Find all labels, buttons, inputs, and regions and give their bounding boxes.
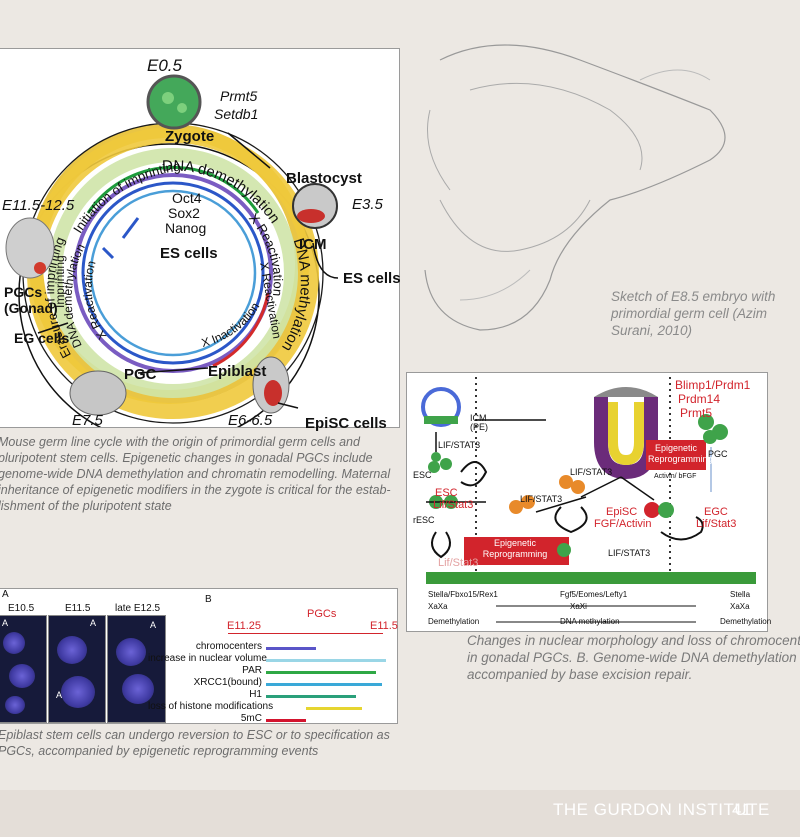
gene-prmt5: Prmt5 xyxy=(220,88,258,104)
rd-lif-stat3-c: LIF/STAT3 xyxy=(608,548,651,558)
rd-resc: rESC xyxy=(413,515,435,525)
micro-tri-b: A xyxy=(90,618,97,628)
eg-cells-label: EG cells xyxy=(14,330,70,346)
rd-esc-small: ESC xyxy=(413,470,432,480)
bar-nuclear-volume xyxy=(266,659,386,662)
bp-row-label: loss of histone modifications xyxy=(148,701,274,712)
rd-row1-left: Stella/Fbxo15/Rex1 xyxy=(428,590,498,599)
episc-cells-label: EpiSC cells xyxy=(305,415,387,432)
bp-row-label: H1 xyxy=(249,689,262,700)
rd-epigenetic-reprog-top: Epigenetic Reprogramming xyxy=(648,443,713,464)
footer-band xyxy=(0,790,800,837)
bp-e105: E10.5 xyxy=(8,603,35,614)
epiblast-label: Epiblast xyxy=(208,363,267,380)
rd-fgf-activin: FGF/Activin xyxy=(594,518,652,530)
bp-e1125: E11.25 xyxy=(227,620,262,632)
pgcs-label: PGCs xyxy=(4,284,43,300)
cycle-svg: Initiation of imprinting DNA demethylati… xyxy=(5,74,339,424)
rd-row2-right: XaXa xyxy=(730,602,750,611)
bp-e115-r: E11.5 xyxy=(370,620,398,632)
micro-tri-d: A xyxy=(56,690,63,700)
gene-setdb1: Setdb1 xyxy=(214,106,259,122)
bar-xrcc1 xyxy=(266,683,382,686)
rd-prmt5: Prmt5 xyxy=(680,406,713,420)
nanog-label: Nanog xyxy=(165,220,207,236)
es-cells-out-label: ES cells xyxy=(343,270,401,287)
rd-row2-mid: XaXi xyxy=(570,602,587,611)
rd-lif-stat3-red: Lif/Stat3 xyxy=(433,499,474,511)
footer-institute: THE GURDON INSTITUTE xyxy=(553,800,770,819)
embryo-sketch xyxy=(424,44,726,331)
arc-imprinting: Imprinting xyxy=(53,255,67,308)
rd-lif-stat3-a: LIF/STAT3 xyxy=(438,440,481,450)
rd-epi-sc: EpiSC xyxy=(606,506,638,518)
footer-page-number: 41 xyxy=(732,800,752,819)
icm-label: ICM xyxy=(299,236,327,253)
bar-chromocenters xyxy=(266,647,316,650)
rd-lif-stat3-egc: Lif/Stat3 xyxy=(696,518,737,530)
stage-e115-label: E11.5-12.5 xyxy=(2,197,75,214)
rd-egc: EGC xyxy=(704,506,728,518)
pgc-label: PGC xyxy=(124,366,157,383)
stage-e665-label: E6-6.5 xyxy=(228,412,273,429)
rd-row3-mid: DNA methylation xyxy=(560,617,620,626)
rd-prdm14: Prdm14 xyxy=(678,392,721,406)
bp-label-a: A xyxy=(2,589,9,600)
rd-pgc: PGC xyxy=(708,449,728,459)
rd-pe: (PE) xyxy=(470,422,488,432)
es-cells-center-label: ES cells xyxy=(160,245,218,262)
rd-lif-stat3-mid: LIF/STAT3 xyxy=(570,467,613,477)
rd-esc-red: ESC xyxy=(435,487,458,499)
bp-row-label: increase in nuclear volume xyxy=(148,653,267,664)
bp-row-label: chromocenters xyxy=(195,641,262,652)
bp-label-b: B xyxy=(205,594,212,605)
gonad-label: (Gonad) xyxy=(4,300,58,316)
rd-row1-mid: Fgf5/Eomes/Lefty1 xyxy=(560,590,628,599)
bp-row-label: XRCC1(bound) xyxy=(193,677,262,688)
oct4-label: Oct4 xyxy=(172,190,202,206)
rd-blimp1: Blimp1/Prdm1 xyxy=(675,378,751,392)
rd-activin-bfgf: Activin/ bFGF xyxy=(654,473,697,480)
bp-late-e125: late E12.5 xyxy=(115,603,161,614)
sox2-label: Sox2 xyxy=(168,205,200,221)
bar-h1 xyxy=(266,695,356,698)
rd-lif-stat3-b: LIF/STAT3 xyxy=(520,494,563,504)
micro-tri-c: A xyxy=(150,620,157,630)
stage-e35: E3.5 xyxy=(352,196,383,213)
bp-e115: E11.5 xyxy=(65,603,91,614)
bar-5mc xyxy=(266,719,306,722)
bp-row-label: 5mC xyxy=(240,713,262,724)
pluripotency-diagram xyxy=(421,377,756,623)
rd-epigenetic-reprog-bottom: Epigenetic Reprogramming xyxy=(482,538,548,559)
bp-row-label: PAR xyxy=(242,665,262,676)
micrograph-late-e125 xyxy=(107,615,166,723)
rd-row1-right: Stella xyxy=(730,590,751,599)
micro-tri-a: A xyxy=(2,618,9,628)
stage-e05: E0.5 xyxy=(147,56,182,75)
blastocyst-label: Blastocyst xyxy=(286,170,362,187)
rd-lif-stat3-pink: Lif/Stat3 xyxy=(438,557,479,569)
micrograph-e115 xyxy=(48,615,106,723)
bar-histone xyxy=(306,707,362,710)
bp-pgcs: PGCs xyxy=(307,608,337,620)
rd-row2-left: XaXa xyxy=(428,602,448,611)
zygote-label: Zygote xyxy=(165,128,215,145)
rd-icm: ICM xyxy=(470,413,487,423)
rd-row3-left: Demethylation xyxy=(428,617,480,626)
stage-e75-label: E7.5 xyxy=(72,412,103,429)
bp-red-arrow-line xyxy=(228,633,383,634)
micrograph-e105 xyxy=(0,615,47,723)
rd-row3-right: Demethylation xyxy=(720,617,772,626)
bar-par xyxy=(266,671,376,674)
